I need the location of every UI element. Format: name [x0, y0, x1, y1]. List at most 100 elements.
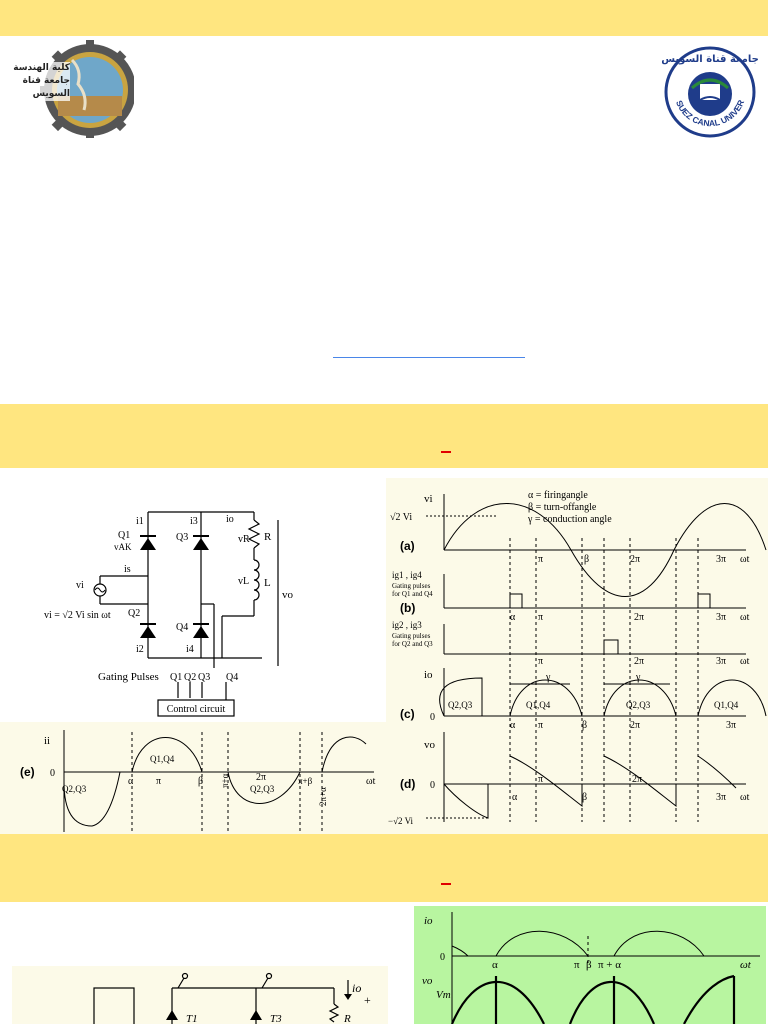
- label-d-3pi: 3π: [716, 792, 726, 803]
- label-green-zero: 0: [440, 952, 445, 963]
- label-c-io: io: [424, 669, 433, 681]
- bottom-circuit-panel: io + T1 T3 R: [12, 966, 388, 1024]
- label-q4: Q4: [176, 622, 188, 633]
- faculty-logo-text: كلية الهندسة جامعة قناة السويس: [8, 62, 70, 101]
- label-a-amp: √2 Vi: [390, 512, 412, 523]
- label-gp-q2: Q2: [184, 672, 196, 683]
- label-vo: vo: [282, 589, 294, 601]
- label-q1: Q1: [118, 530, 130, 541]
- label-gating-pulses: Gating Pulses: [98, 671, 159, 683]
- label-vak: vAK: [114, 542, 132, 552]
- label-d-zero: 0: [430, 780, 435, 791]
- label-c-pi: π: [538, 720, 543, 731]
- label-i2: i2: [136, 644, 144, 655]
- label-e-2pi: 2π: [256, 772, 266, 783]
- label-b-gating: Gating pulses: [392, 582, 431, 590]
- label-e-wt: ωt: [366, 776, 376, 787]
- label-c-gamma-1: γ: [545, 672, 551, 683]
- label-b-3pi: 3π: [716, 612, 726, 623]
- link-underline[interactable]: [333, 357, 525, 358]
- label-e-ii: ii: [44, 735, 50, 747]
- label-c-beta: β: [582, 720, 587, 731]
- label-d-neg: −√2 Vi: [388, 816, 414, 826]
- label-c-3pi: 3π: [726, 720, 736, 731]
- label-d-vo: vo: [424, 739, 436, 751]
- label-e-pi-alpha: π+α: [220, 773, 230, 788]
- label-bottom-t3: T3: [270, 1013, 282, 1024]
- label-b: (b): [400, 601, 415, 615]
- label-i4: i4: [186, 644, 194, 655]
- label-g-pi: π: [538, 656, 543, 667]
- label-d-pi: π: [538, 774, 543, 785]
- label-c-zero: 0: [430, 712, 435, 723]
- legend-beta: β = turn-offangle: [528, 502, 597, 513]
- label-b-wt: ωt: [740, 612, 750, 623]
- label-gp-q1: Q1: [170, 672, 182, 683]
- label-e-q14: Q1,Q4: [150, 754, 175, 764]
- label-gp-q3: Q3: [198, 672, 210, 683]
- label-e-pi-beta: π+β: [298, 776, 313, 786]
- section-banner-2: [0, 834, 768, 902]
- label-e-2pi-alpha: 2π+α: [318, 787, 328, 806]
- label-e-beta: β: [198, 776, 203, 787]
- label-a-beta: β: [584, 554, 589, 565]
- label-a-pi: π: [538, 554, 543, 565]
- label-green-io: io: [424, 915, 433, 927]
- banner-1-mark: [441, 451, 451, 453]
- label-e-pi: π: [156, 776, 161, 787]
- label-a-wt: ωt: [740, 554, 750, 565]
- label-io: io: [226, 514, 234, 525]
- label-b-gating2: for Q1 and Q4: [392, 590, 433, 598]
- label-g-wt: ωt: [740, 656, 750, 667]
- faculty-logo: كلية الهندسة جامعة قناة السويس: [8, 40, 136, 138]
- label-control-circuit: Control circuit: [167, 704, 226, 715]
- label-vl: vL: [238, 576, 249, 587]
- waveform-panel-e: ii (e) 0 Q2,Q3 Q1,Q4 α π β π+α 2π Q2,Q3 …: [0, 722, 386, 834]
- label-c-q14: Q1,Q4: [526, 700, 551, 710]
- label-green-wt: ωt: [740, 959, 752, 971]
- label-d-wt: ωt: [740, 792, 750, 803]
- label-green-pi: π: [574, 959, 580, 971]
- label-c-2pi: 2π: [630, 720, 640, 731]
- label-green-vm: Vm: [436, 989, 451, 1001]
- label-e: (e): [20, 765, 35, 779]
- label-a: (a): [400, 539, 415, 553]
- label-c-alpha: α: [510, 720, 516, 731]
- label-green-beta: β: [586, 959, 592, 971]
- label-a-vi: vi: [424, 493, 433, 505]
- label-b-alpha: α: [510, 612, 516, 623]
- label-c-q23-2: Q2,Q3: [626, 700, 651, 710]
- banner-2-mark: [441, 883, 451, 885]
- label-d-beta: β: [582, 792, 587, 803]
- legend-gamma: γ = conduction angle: [527, 514, 612, 525]
- label-green-pi-alpha: π + α: [598, 959, 621, 971]
- label-bottom-r: R: [343, 1013, 351, 1024]
- label-i3: i3: [190, 516, 198, 527]
- label-d: (d): [400, 777, 415, 791]
- label-vr: vR: [238, 534, 250, 545]
- label-e-q23: Q2,Q3: [62, 784, 87, 794]
- label-g-gating: Gating pulses: [392, 632, 431, 640]
- label-c-gamma-2: γ: [635, 672, 641, 683]
- label-a-3pi: 3π: [716, 554, 726, 565]
- label-a-2pi: 2π: [630, 554, 640, 565]
- label-e-q23-2: Q2,Q3: [250, 784, 275, 794]
- label-b-ig: ig1 , ig4: [392, 570, 422, 580]
- label-d-2pi: 2π: [632, 774, 642, 785]
- label-e-zero: 0: [50, 768, 55, 779]
- label-green-vo: vo: [422, 975, 433, 987]
- university-logo: SUEZ CANAL UNIVERSITY جامعة قناة السويس: [659, 34, 759, 142]
- label-g-gating2: for Q2 and Q3: [392, 640, 433, 648]
- label-g-2pi: 2π: [634, 656, 644, 667]
- label-bottom-io: io: [352, 981, 361, 995]
- label-c-q23: Q2,Q3: [448, 700, 473, 710]
- label-c-q14-2: Q1,Q4: [714, 700, 739, 710]
- waveform-panel-right: vi α = firingangle β = turn-offangle γ =…: [386, 478, 768, 834]
- label-b-pi: π: [538, 612, 543, 623]
- label-q2: Q2: [128, 608, 140, 619]
- faculty-logo-line1: كلية الهندسة: [13, 63, 70, 73]
- legend-alpha: α = firingangle: [528, 490, 588, 501]
- label-bottom-t1: T1: [186, 1013, 198, 1024]
- label-bottom-plus: +: [364, 993, 371, 1007]
- label-l: L: [264, 577, 271, 589]
